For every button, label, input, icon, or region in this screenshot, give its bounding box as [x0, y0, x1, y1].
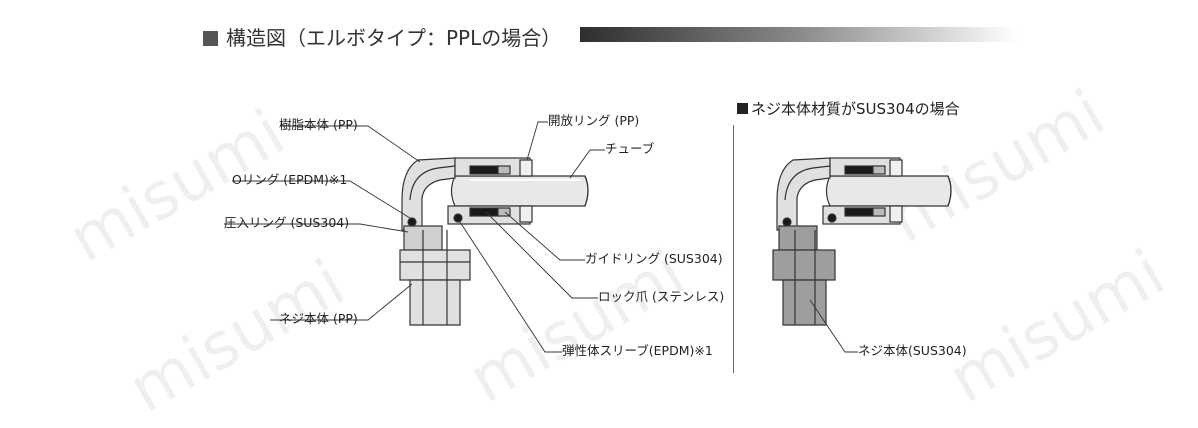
divider-line [733, 125, 734, 373]
leader-lines [224, 121, 605, 353]
label-release-ring: 開放リング (PP) [548, 113, 640, 128]
lock-claw-top [469, 165, 499, 175]
label-screw-body-sus: ネジ本体(SUS304) [858, 343, 967, 358]
screw-body [399, 249, 471, 281]
label-lock-claw: ロック爪 (ステンレス) [598, 289, 725, 304]
screw-body-sus [778, 225, 818, 251]
subtitle-text: ネジ本体材質がSUS304の場合 [751, 100, 960, 118]
label-resin-body: 樹脂本体 (PP) [279, 117, 358, 132]
label-elastic-sleeve: 弾性体スリーブ(EPDM)※1 [562, 343, 713, 358]
release-ring [519, 159, 533, 177]
lock-claw-bottom [469, 207, 499, 217]
page-title: 構造図（エルボタイプ：PPLの場合） [203, 22, 561, 51]
fitting-drawing [224, 121, 952, 353]
tube [825, 175, 952, 207]
o-ring [407, 217, 417, 227]
title-square-icon [203, 31, 218, 46]
label-press-ring: 圧入リング (SUS304) [224, 215, 350, 230]
structure-diagram: misumi misumi misumi misumi misumi 構造図（エ… [57, 22, 1177, 428]
subtitle-square-icon [737, 103, 748, 114]
subtitle: ネジ本体材質がSUS304の場合 [737, 98, 960, 119]
label-guide-ring: ガイドリング (SUS304) [585, 251, 723, 266]
label-tube: チューブ [605, 141, 655, 156]
label-o-ring: Oリング (EPDM)※1 [232, 172, 348, 187]
right-fitting [772, 157, 952, 326]
resin-body [401, 157, 456, 231]
resin-body [776, 157, 831, 231]
leader-line [809, 299, 858, 353]
left-fitting [399, 157, 589, 326]
elastic-sleeve [453, 213, 463, 223]
page-title-text: 構造図（エルボタイプ：PPLの場合） [226, 26, 562, 50]
label-screw-body: ネジ本体 (PP) [279, 311, 358, 326]
title-gradient-bar [580, 27, 1018, 42]
guide-ring-bottom [497, 207, 511, 217]
guide-ring-top [497, 165, 511, 175]
